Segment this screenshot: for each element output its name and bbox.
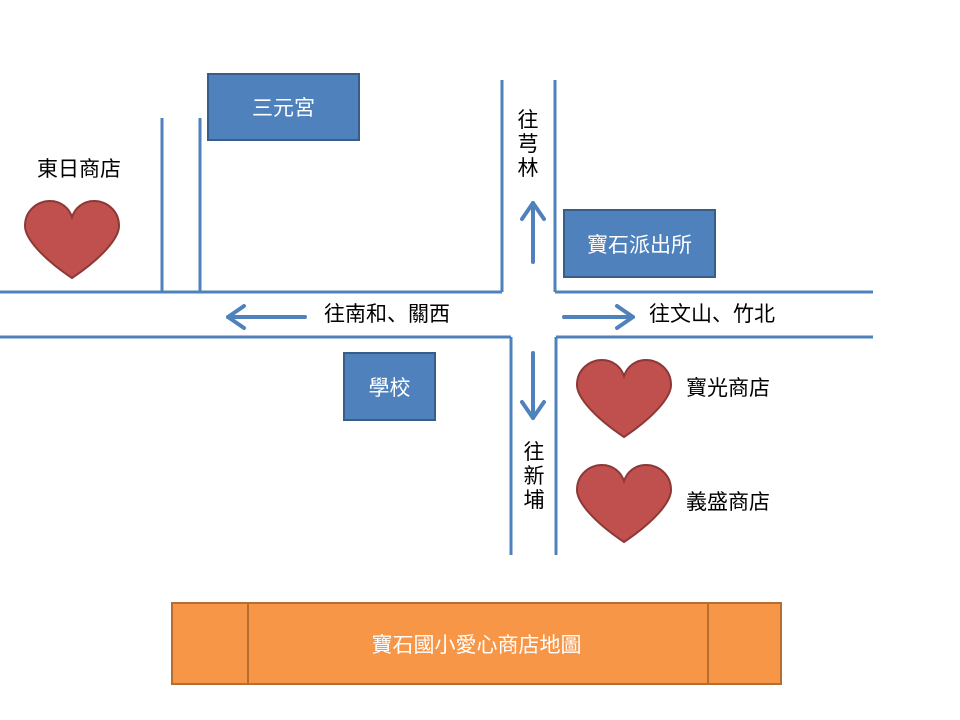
landmark-police-station: 寶石派出所 — [563, 209, 716, 278]
arrow-icon — [226, 304, 307, 330]
direction-label-east: 往文山、竹北 — [649, 302, 775, 326]
heart-icon — [575, 463, 673, 544]
store-label-yisheng: 義盛商店 — [686, 490, 770, 514]
store-label-baoguang: 寶光商店 — [686, 376, 770, 400]
banner-divider — [707, 604, 709, 683]
landmark-sanyuan-temple: 三元宮 — [207, 73, 360, 141]
direction-label-north: 往芎林 — [517, 108, 539, 180]
arrow-icon — [520, 201, 546, 264]
arrow-icon — [520, 351, 546, 420]
map-title: 寶石國小愛心商店地圖 — [371, 632, 582, 657]
store-label-dongri: 東日商店 — [37, 157, 121, 181]
heart-icon — [23, 199, 121, 280]
map-title-banner: 寶石國小愛心商店地圖 — [171, 602, 782, 685]
direction-label-west: 往南和、關西 — [324, 302, 450, 326]
direction-label-south: 往新埔 — [523, 440, 545, 512]
arrow-icon — [562, 304, 635, 330]
heart-icon — [575, 358, 673, 439]
landmark-school: 學校 — [343, 352, 436, 421]
banner-divider — [247, 604, 249, 683]
